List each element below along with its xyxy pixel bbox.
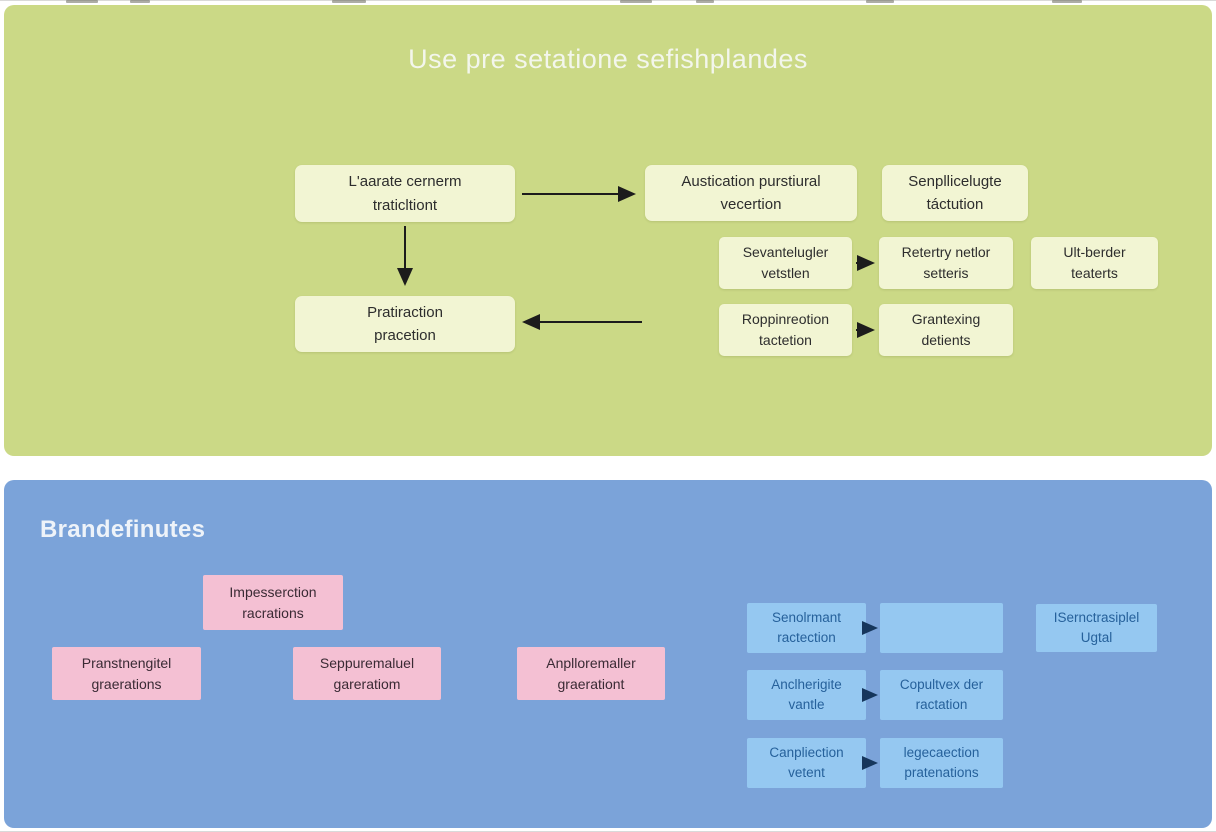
top-edge-mark: [1052, 0, 1082, 3]
top-flow-box: Grantexing detients: [879, 304, 1013, 356]
top-edge-mark: [620, 0, 652, 3]
top-flow-box: Austication purstiural vecertion: [645, 165, 857, 221]
top-edge-mark: [130, 0, 150, 3]
pink-task-box: Seppuremaluel gareratiom: [293, 647, 441, 700]
top-panel-title: Use pre setatione sefishplandes: [408, 44, 808, 74]
top-flow-box: Senpllicelugte táctution: [882, 165, 1028, 221]
blue-step-box: Canpliection vetent: [747, 738, 866, 788]
top-flow-box: Roppinreotion tactetion: [719, 304, 852, 356]
bottom-panel-title: Brandefinutes: [40, 516, 206, 543]
top-edge-line: [0, 0, 1216, 1]
top-edge-mark: [696, 0, 714, 3]
top-flow-box: Ult-berder teaterts: [1031, 237, 1158, 289]
pink-task-box: Impesserction racrations: [203, 575, 343, 630]
top-flow-box: L'aarate cernerm traticltiont: [295, 165, 515, 222]
top-edge-mark: [866, 0, 894, 3]
pink-task-box: Anplloremaller graerationt: [517, 647, 665, 700]
top-flow-box: Pratiraction pracetion: [295, 296, 515, 352]
pink-task-box: Pranstnengitel graerations: [52, 647, 201, 700]
blue-step-box: Copultvex der ractation: [880, 670, 1003, 720]
top-edge-mark: [332, 0, 366, 3]
blue-step-box: Anclherigite vantle: [747, 670, 866, 720]
top-edge-mark: [66, 0, 98, 3]
blue-step-box-empty: [880, 603, 1003, 653]
top-section: [4, 5, 1212, 456]
blue-step-box: Senolrmant ractection: [747, 603, 866, 653]
blue-step-box: ISernctrasiplel Ugtal: [1036, 604, 1157, 652]
top-flow-box: Retertry netlor setteris: [879, 237, 1013, 289]
top-flow-box: Sevantelugler vetstlen: [719, 237, 852, 289]
blue-step-box: legecaection pratenations: [880, 738, 1003, 788]
